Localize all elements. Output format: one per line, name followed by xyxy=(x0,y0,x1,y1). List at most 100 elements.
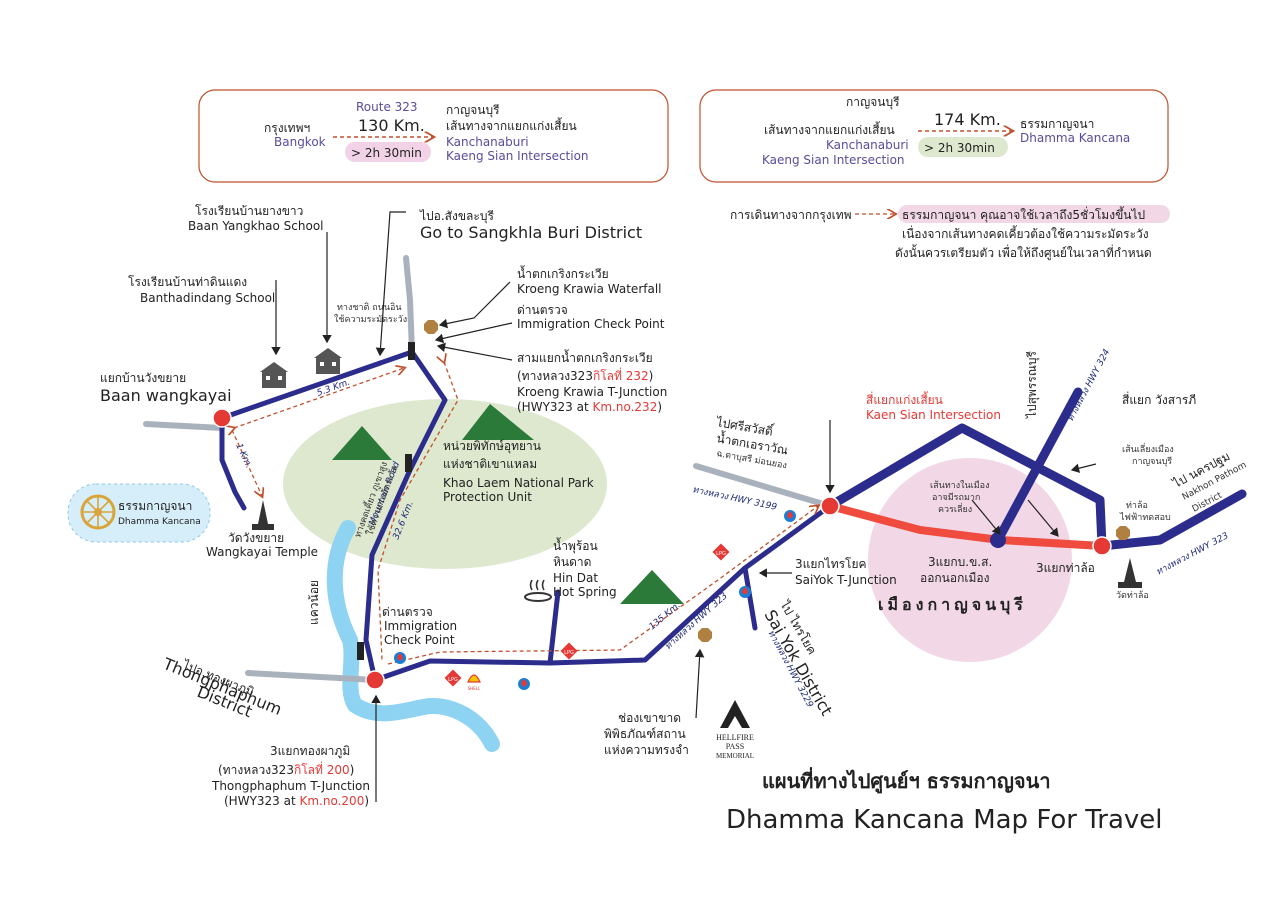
road-to-thongphaphum xyxy=(245,670,378,683)
distance-guides xyxy=(231,362,818,665)
from-kanchanaburi-en: Kanchanaburi xyxy=(826,138,909,152)
lpg-station-icon: LPG xyxy=(560,642,578,660)
tha-lo-temple-th: วัดท่าล้อ xyxy=(1116,590,1149,601)
hot-spring-th-1: น้ำพุร้อน xyxy=(553,537,598,554)
city-road-note-1: เส้นทางในเมือง xyxy=(930,480,989,491)
thalo-junction-dot xyxy=(1092,536,1112,556)
svg-text:LPG: LPG xyxy=(716,551,726,557)
road-west-wangkayai xyxy=(143,421,225,431)
shell-station-icon: SHELL xyxy=(467,674,481,691)
city-road-note-2: อาจมีรถมาก xyxy=(932,492,980,503)
mountain-icon xyxy=(462,404,534,440)
checkpoint-south-en-1: Immigration xyxy=(384,619,457,633)
route-box-left: กรุงเทพฯ Bangkok Route 323 130 Km. > 2h … xyxy=(198,89,669,183)
to-kanchanaburi-th: กาญจนบุรี xyxy=(446,103,500,118)
checkpoint-icon xyxy=(408,342,415,360)
tha-lo-junction-th: 3แยกท่าล้อ xyxy=(1036,561,1095,575)
thongphaphum-junction-dot xyxy=(365,670,385,690)
ptt-station-icon xyxy=(518,678,530,690)
note-line-2: เนื่องจากเส้นทางคดเคี้ยวต้องใช้ความระมัด… xyxy=(902,225,1149,241)
note-line-1: ธรรมกาญจนา คุณอาจใช้เวลาถึง5ชั่วโมงขึ้นไ… xyxy=(902,206,1145,223)
kaen-sian-en: Kaen Sian Intersection xyxy=(866,408,1001,422)
school-zone-note-2: ใช้ความระมัดระวัง xyxy=(334,314,407,325)
hot-spring-th-2: หินดาด xyxy=(553,555,591,569)
ptt-station-icon xyxy=(784,510,796,522)
time-pill-2 xyxy=(918,137,1008,157)
ptt-station-icon xyxy=(394,652,406,664)
from-kaengsian-en: Kaeng Sian Intersection xyxy=(762,153,905,167)
road-to-sangkhla xyxy=(403,255,415,355)
river-khwae-noi xyxy=(326,520,500,752)
waterfall-icon xyxy=(424,320,438,334)
to-dhamma-en: Dhamma Kancana xyxy=(1020,131,1130,145)
svg-text:SHELL: SHELL xyxy=(468,686,481,691)
hellfire-pass-logo: HELLFIRE PASS MEMORIAL xyxy=(716,700,754,760)
hwy-323-west xyxy=(372,503,833,683)
park-unit-th-1: หน่วยพิทักษ์อุทยาน xyxy=(443,439,541,454)
city-area xyxy=(868,458,1072,662)
hellfire-th-3: แห่งความทรงจำ xyxy=(604,743,689,757)
route-time-2: > 2h 30min xyxy=(924,141,995,155)
park-unit-en-2: Protection Unit xyxy=(443,490,532,504)
to-dhamma-th: ธรรมกาญจนา xyxy=(1020,117,1094,131)
checkpoint-icon xyxy=(405,454,412,472)
route-time: > 2h 30min xyxy=(351,146,422,160)
from-bangkok-en: Bangkok xyxy=(274,135,326,149)
route-distance: 130 Km. xyxy=(358,116,425,135)
distance-1km: 1 Km. xyxy=(233,442,253,470)
time-pill xyxy=(345,142,431,162)
kaensian-junction-dot xyxy=(820,496,840,516)
guide-5-3km xyxy=(234,368,404,428)
saiyok-junction-en: SaiYok T-Junction xyxy=(795,573,897,587)
hot-spring-en-1: Hin Dat xyxy=(553,571,598,585)
kroeng-junction-th: สามแยกน้ำตกเกริงกระเวีย xyxy=(517,349,653,365)
wangkayai-junction-en: Baan wangkayai xyxy=(100,386,232,405)
dharma-wheel-icon xyxy=(80,494,116,530)
kanchanaburi-city-th: เมืองกาญจนบุรี xyxy=(878,595,1027,615)
wangkayai-temple-en: Wangkayai Temple xyxy=(206,545,318,559)
park-unit-th-2: แห่งชาติเขาแหลม xyxy=(443,457,537,471)
checkpoint-icon xyxy=(357,642,364,660)
mountain-icon xyxy=(332,426,392,460)
kroeng-junction-en: Kroeng Krawia T-Junction xyxy=(517,385,667,399)
svg-text:LPG: LPG xyxy=(564,650,574,656)
dhamma-kancana-th: ธรรมกาญจนา xyxy=(118,499,192,513)
temple-icon xyxy=(1118,558,1142,588)
leader-lines xyxy=(271,211,1097,802)
svg-text:PASS: PASS xyxy=(726,742,744,751)
to-kanchanaburi-en: Kanchanaburi xyxy=(446,135,529,149)
tha-lo-port-th-2: ไฟฟ้าทดสอบ xyxy=(1119,512,1171,523)
to-suphanburi-th: ไปสุพรรณบุรี xyxy=(1025,350,1040,419)
hwy-324-label: ทางหลวง HWY 324 xyxy=(1066,348,1113,424)
svg-text:HELLFIRE: HELLFIRE xyxy=(716,733,754,742)
ptt-station-icon xyxy=(739,586,751,598)
from-kaengsian-th: เส้นทางจากแยกแก่งเสี้ยน xyxy=(764,121,895,137)
dhamma-kancana-area xyxy=(67,483,211,543)
river-label: แควน้อย xyxy=(307,580,321,625)
note-line-3: ดังนั้นควรเตรียมตัว เพื่อให้ถึงศูนย์ในเว… xyxy=(895,244,1152,261)
school-zone-note-1: ทางชาติ ถนนอิน xyxy=(337,302,402,313)
route-number: Route 323 xyxy=(356,100,418,114)
checkpoint-south-th: ด่านตรวจ xyxy=(382,605,433,619)
road-to-saiyok xyxy=(742,565,758,631)
from-kanchanaburi-th: กาญจนบุรี xyxy=(846,95,900,110)
bks-junction-th-2: ออกนอกเมือง xyxy=(920,571,989,585)
port-icon xyxy=(1116,526,1130,540)
baan-yangkhao-school-en: Baan Yangkhao School xyxy=(188,219,324,233)
tha-lo-port-th-1: ท่าล้อ xyxy=(1126,500,1148,511)
city-road-note-3: ควรเลี่ยง xyxy=(938,502,972,515)
wangkayai-temple-th: วัดวังขยาย xyxy=(228,531,284,545)
road-to-nakhon-pathom xyxy=(1097,489,1247,551)
banthadindang-school-th: โรงเรียนบ้านท่าดินแดง xyxy=(128,275,247,289)
lpg-station-icon: LPG xyxy=(712,543,730,561)
wangkayai-junction-dot xyxy=(212,408,232,428)
road-to-suphan xyxy=(993,387,1083,545)
bypass-th-2: กาญจนบุรี xyxy=(1132,456,1172,467)
wangkayai-junction-th: แยกบ้านวังขยาย xyxy=(100,371,186,385)
kroeng-krawia-waterfall-th: น้ำตกเกริงกระเวีย xyxy=(517,265,609,281)
to-sangkhla-th: ไปอ.สังขละบุรี xyxy=(419,209,494,224)
banthadindang-school-en: Banthadindang School xyxy=(140,291,275,305)
guide-1km xyxy=(231,429,262,496)
from-bangkok-th: กรุงเทพฯ xyxy=(264,121,310,136)
